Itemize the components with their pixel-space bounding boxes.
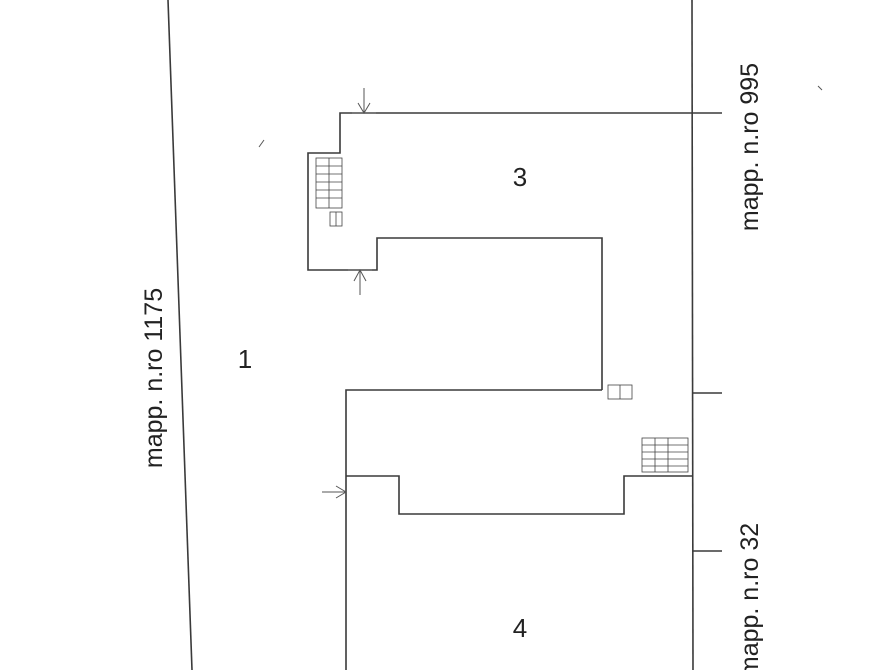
- room-label-4: 4: [513, 613, 527, 643]
- left-parcel-boundary: [167, 0, 193, 670]
- entrance-arrow-lower: [322, 485, 347, 499]
- parcel-label-right-bottom: mapp. n.ro 32: [736, 523, 764, 670]
- stray-mark: [258, 139, 265, 148]
- junction-fixture: [607, 384, 633, 400]
- lower-building-outline: [345, 389, 602, 670]
- lower-inner-outline: [346, 475, 692, 515]
- entrance-arrow-left: [348, 268, 372, 295]
- lower-staircase: [641, 437, 689, 473]
- upper-staircase: [315, 157, 343, 227]
- room-label-3: 3: [513, 162, 527, 192]
- stray-mark: [817, 85, 823, 91]
- parcel-label-right-top: mapp. n.ro 995: [736, 63, 764, 231]
- entrance-arrow-top: [352, 88, 376, 114]
- upper-building-outline: [307, 112, 722, 390]
- room-label-1: 1: [238, 344, 252, 374]
- parcel-label-left: mapp. n.ro 1175: [140, 288, 168, 468]
- right-parcel-boundary: [691, 0, 694, 670]
